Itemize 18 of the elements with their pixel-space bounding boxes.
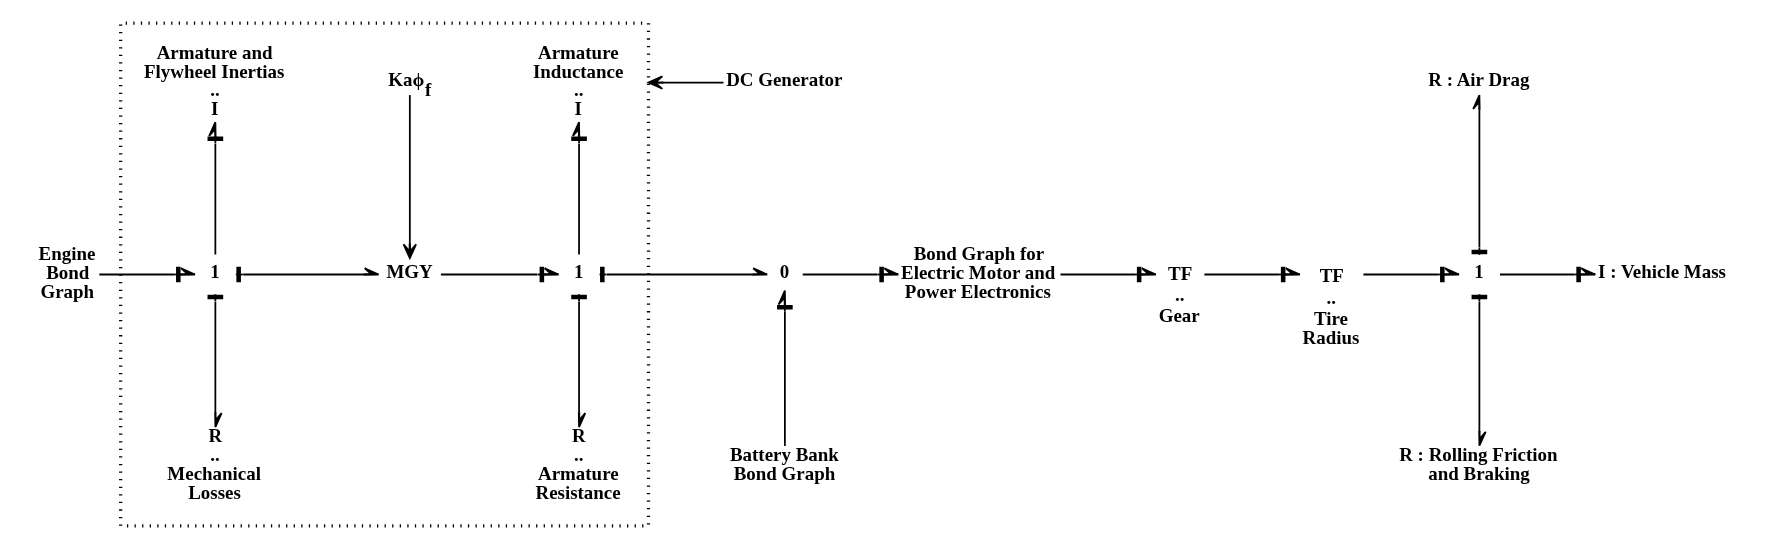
node-text: 1 <box>1473 260 1484 282</box>
node-text: 1 <box>573 260 583 282</box>
node-text: TF .. Tire Radius <box>1302 265 1359 348</box>
node-text: R .. Mechanical Losses <box>166 425 261 504</box>
node-text: Battery Bank Bond Graph <box>729 444 839 485</box>
node-text: DC Generator <box>725 68 842 90</box>
node-text: I : Vehicle Mass <box>1597 260 1726 282</box>
node-text: Armature and Flywheel Inertias .. I <box>143 41 284 120</box>
node-text: R : Air Drag <box>1427 68 1529 90</box>
node-text: Armature Inductance .. I <box>532 41 623 120</box>
node-text: R : Rolling Friction and Braking <box>1398 444 1558 485</box>
node-text: Bond Graph for Electric Motor and Power Electronics <box>900 242 1055 302</box>
node-text: TF .. Gear <box>1158 262 1200 327</box>
node-text: 0 <box>779 260 789 282</box>
node-text: R .. Armature Resistance <box>534 425 621 504</box>
node-text: 1 <box>209 260 220 282</box>
node-text: MGY <box>385 260 433 282</box>
node-text: Engine Bond Graph <box>38 242 95 302</box>
